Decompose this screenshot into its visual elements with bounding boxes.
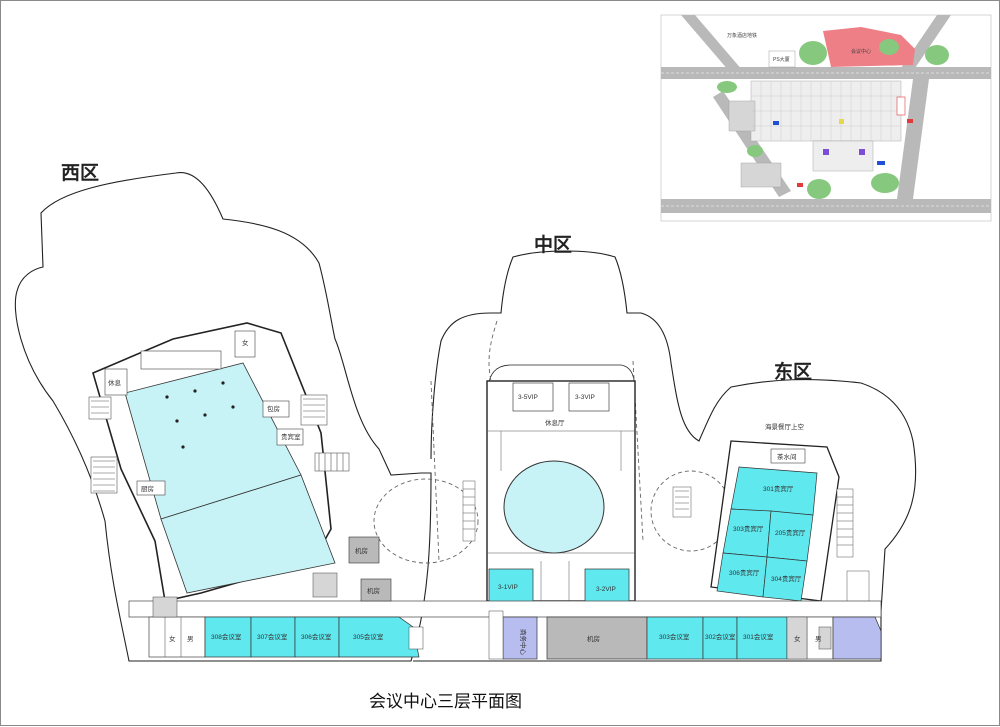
east-section bbox=[710, 440, 870, 612]
west-hall-lower-floor bbox=[160, 474, 336, 594]
label-room-303: 303会议室 bbox=[659, 632, 690, 641]
label-west-machine-room: 机房 bbox=[355, 546, 368, 555]
room-307 bbox=[250, 616, 296, 658]
label-west-b: 贵宾室 bbox=[281, 432, 301, 441]
middle-vip-rooms bbox=[512, 382, 610, 412]
business-center bbox=[502, 616, 538, 660]
label-machine-room: 机房 bbox=[587, 634, 600, 643]
inset-building-grid bbox=[751, 81, 901, 141]
inset-ps-building bbox=[768, 50, 796, 68]
zone-label-west: 西区 bbox=[61, 163, 99, 184]
vip-3-2 bbox=[584, 568, 630, 604]
label-female-east: 女 bbox=[794, 634, 801, 643]
vip-3-1 bbox=[488, 568, 534, 604]
west-toilet-block bbox=[148, 616, 206, 658]
inset-markers bbox=[773, 96, 913, 187]
label-room-305: 305会议室 bbox=[353, 632, 384, 641]
label-room-306: 306会议室 bbox=[301, 632, 332, 641]
east-lilac-room bbox=[832, 616, 882, 660]
label-room-302: 302会议室 bbox=[705, 632, 736, 641]
label-vip-3-3: 3-3VIP bbox=[575, 394, 595, 401]
label-banquet-303: 303贵宾厅 bbox=[733, 524, 764, 533]
label-banquet-205: 205贵宾厅 bbox=[775, 528, 806, 537]
tea-room bbox=[770, 448, 806, 464]
middle-wing-outline bbox=[413, 250, 917, 662]
label-banquet-304: 304贵宾厅 bbox=[771, 574, 802, 583]
east-stairs bbox=[836, 488, 870, 612]
room-302 bbox=[702, 616, 738, 660]
label-west-machine-room-2: 机房 bbox=[367, 586, 380, 595]
label-west-c: 厨房 bbox=[141, 484, 154, 493]
inset-label-metro: 万象酒店地铁 bbox=[727, 32, 757, 39]
inset-green-areas bbox=[717, 39, 949, 199]
label-vip-3-5: 3-5VIP bbox=[518, 394, 538, 401]
west-stairs bbox=[88, 394, 350, 494]
label-west-baofang: 包房 bbox=[267, 404, 280, 413]
label-female-west: 女 bbox=[169, 634, 176, 643]
zone-label-east: 东区 bbox=[774, 360, 812, 383]
west-machine-room bbox=[348, 536, 380, 564]
west-small-rooms bbox=[104, 330, 304, 496]
middle-section bbox=[462, 380, 692, 604]
west-machine-room-2 bbox=[360, 578, 392, 602]
label-lounge: 休息厅 bbox=[545, 418, 565, 427]
bottom-corridor bbox=[128, 600, 882, 618]
west-hall bbox=[88, 322, 350, 602]
middle-interior-walls bbox=[462, 430, 692, 601]
east-banquet-halls bbox=[716, 466, 818, 602]
label-room-301: 301会议室 bbox=[743, 632, 774, 641]
label-banquet-301: 301贵宾厅 bbox=[763, 484, 794, 493]
room-306 bbox=[294, 616, 340, 658]
west-wing-outline bbox=[14, 172, 432, 662]
inset-road-markings bbox=[661, 72, 991, 207]
label-male-west: 男 bbox=[187, 635, 194, 643]
label-room-307: 307会议室 bbox=[257, 632, 288, 641]
label-west-a: 休息 bbox=[108, 378, 122, 387]
room-303 bbox=[646, 616, 704, 660]
machine-room bbox=[546, 616, 648, 660]
inset-label-ps: PS大厦 bbox=[773, 56, 790, 63]
label-vip-3-2: 3-2VIP bbox=[596, 586, 616, 593]
inset-label-center: 会议中心 bbox=[851, 48, 871, 55]
bottom-room-strip bbox=[128, 536, 882, 660]
middle-oval-hall bbox=[503, 460, 605, 554]
label-banquet-306: 306贵宾厅 bbox=[729, 568, 760, 577]
west-hall-columns bbox=[165, 381, 235, 449]
label-female-top: 女 bbox=[242, 338, 249, 347]
label-room-308: 308会议室 bbox=[211, 632, 242, 641]
labels: 西区 中区 东区 会议中心三层平面图 308会议室 307会议室 306会议室 … bbox=[61, 32, 871, 711]
inset-center-block bbox=[823, 27, 915, 67]
label-business-center: 商务中心 bbox=[519, 629, 528, 656]
label-male-east: 男 bbox=[815, 635, 822, 643]
figure-title: 会议中心三层平面图 bbox=[369, 692, 522, 711]
inset-site-map bbox=[660, 14, 992, 222]
label-sea-view: 海景餐厅上空 bbox=[765, 422, 805, 431]
label-tea-room: 茶水间 bbox=[777, 452, 797, 461]
zone-label-middle: 中区 bbox=[534, 233, 572, 256]
label-vip-3-1: 3-1VIP bbox=[498, 584, 518, 591]
